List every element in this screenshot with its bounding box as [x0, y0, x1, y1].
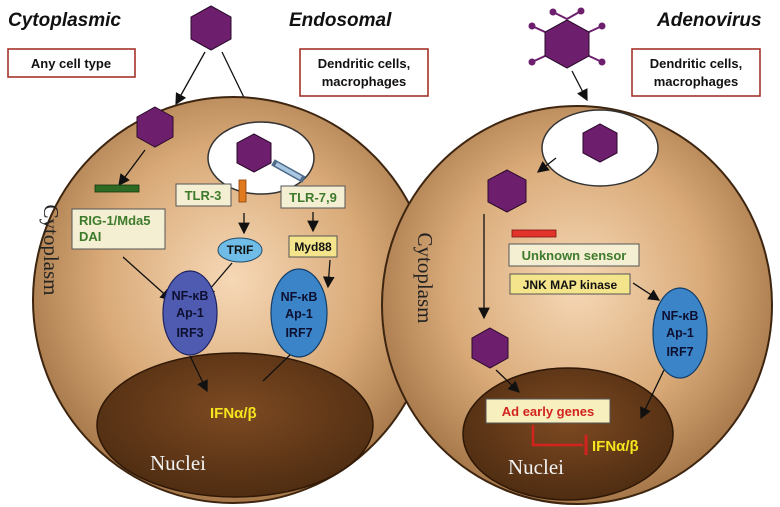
any-cell-type-label: Any cell type	[31, 56, 111, 71]
ad-early-genes-box: Ad early genes	[485, 398, 611, 424]
right-tf-irf7: IRF7	[666, 345, 693, 359]
arrow-adenovirus-to-endosome	[571, 70, 588, 102]
rig1-line2: DAI	[79, 229, 101, 244]
tf2-nfkb: NF-κB	[281, 290, 318, 304]
tlr3-label: TLR-3	[185, 188, 222, 203]
ad-early-genes-label: Ad early genes	[502, 404, 595, 419]
tlr79-box: TLR-7,9	[280, 185, 346, 209]
arrow-jnk-to-tf	[632, 282, 661, 301]
rig-sensor-bar-icon	[94, 184, 140, 193]
right-endosome-virus-icon	[582, 123, 618, 163]
arrow-tf-to-ifn	[640, 369, 665, 420]
any-cell-type-box: Any cell type	[7, 48, 136, 78]
title-adenovirus: Adenovirus	[656, 10, 762, 31]
cytoplasm-virus-hexagon-icon	[136, 106, 174, 148]
tf1-irf3: IRF3	[176, 326, 203, 340]
right-cytoplasm-label: Cytoplasm	[413, 232, 437, 323]
right-tf-nfkb: NF-κB	[662, 309, 699, 323]
tf-irf3-node: NF-κB Ap-1 IRF3	[162, 270, 218, 356]
left-nucleus	[96, 352, 374, 498]
unknown-sensor-bar-icon	[511, 229, 557, 238]
unknown-sensor-box: Unknown sensor	[508, 243, 640, 267]
tlr79-label: TLR-7,9	[289, 190, 337, 205]
endosome-virus-hexagon-icon	[236, 133, 272, 173]
title-endosomal: Endosomal	[289, 10, 392, 31]
myd88-node: Myd88	[288, 235, 338, 258]
inhibition-arrow	[531, 425, 583, 447]
left-dendritic-line2: macrophages	[322, 74, 407, 89]
arrow-rig-to-tf1	[122, 256, 172, 301]
line-tf2-to-nucleus	[262, 354, 291, 382]
tf1-ap1: Ap-1	[176, 306, 204, 320]
right-dendritic-line1: Dendritic cells,	[650, 56, 742, 71]
jnk-label: JNK MAP kinase	[523, 278, 618, 292]
jnk-box: JNK MAP kinase	[509, 273, 631, 295]
title-cytoplasmic: Cytoplasmic	[8, 10, 121, 31]
left-dendritic-box: Dendritic cells, macrophages	[299, 48, 429, 97]
right-dendritic-line2: macrophages	[654, 74, 739, 89]
left-ifn-label: IFNα/β	[210, 405, 257, 422]
left-cytoplasm-label: Cytoplasm	[39, 204, 63, 295]
arrow-virus-to-nucleus	[495, 369, 520, 393]
right-tf-ap1: Ap-1	[666, 326, 694, 340]
adenovirus-icon	[528, 7, 606, 69]
tf-irf7-node: NF-κB Ap-1 IRF7	[270, 268, 328, 358]
tlr79-receptor-inner	[275, 162, 302, 180]
arrow-virus-to-cytoplasm	[175, 51, 206, 106]
tf2-irf7: IRF7	[285, 326, 312, 340]
left-dendritic-line1: Dendritic cells,	[318, 56, 410, 71]
right-cytoplasm-virus-icon	[487, 169, 527, 213]
right-nucleus	[462, 367, 674, 501]
tf2-ap1: Ap-1	[285, 307, 313, 321]
tlr3-receptor-icon	[238, 179, 247, 203]
right-tf-irf7-node: NF-κB Ap-1 IRF7	[652, 287, 708, 379]
right-ifn-label: IFNα/β	[592, 438, 639, 455]
arrow-myd88-to-tf2	[322, 259, 335, 289]
unknown-sensor-label: Unknown sensor	[522, 248, 627, 263]
right-dendritic-box: Dendritic cells, macrophages	[631, 48, 761, 97]
tlr3-box: TLR-3	[175, 183, 232, 207]
rig1-line1: RIG-1/Mda5	[79, 213, 151, 228]
trif-label: TRIF	[227, 243, 254, 257]
myd88-label: Myd88	[294, 240, 332, 254]
arrow-virus-to-rig	[118, 149, 146, 187]
right-nuclei-label: Nuclei	[508, 455, 564, 479]
arrow-endosome-escape	[536, 157, 557, 173]
right-lower-virus-icon	[471, 327, 509, 369]
rig1-box: RIG-1/Mda5 DAI	[71, 208, 166, 250]
trif-node: TRIF	[217, 237, 263, 263]
tf1-nfkb: NF-κB	[172, 289, 209, 303]
virus-hexagon-icon	[190, 5, 232, 51]
arrow-tf1-to-nucleus	[189, 355, 208, 393]
left-nuclei-label: Nuclei	[150, 451, 206, 475]
